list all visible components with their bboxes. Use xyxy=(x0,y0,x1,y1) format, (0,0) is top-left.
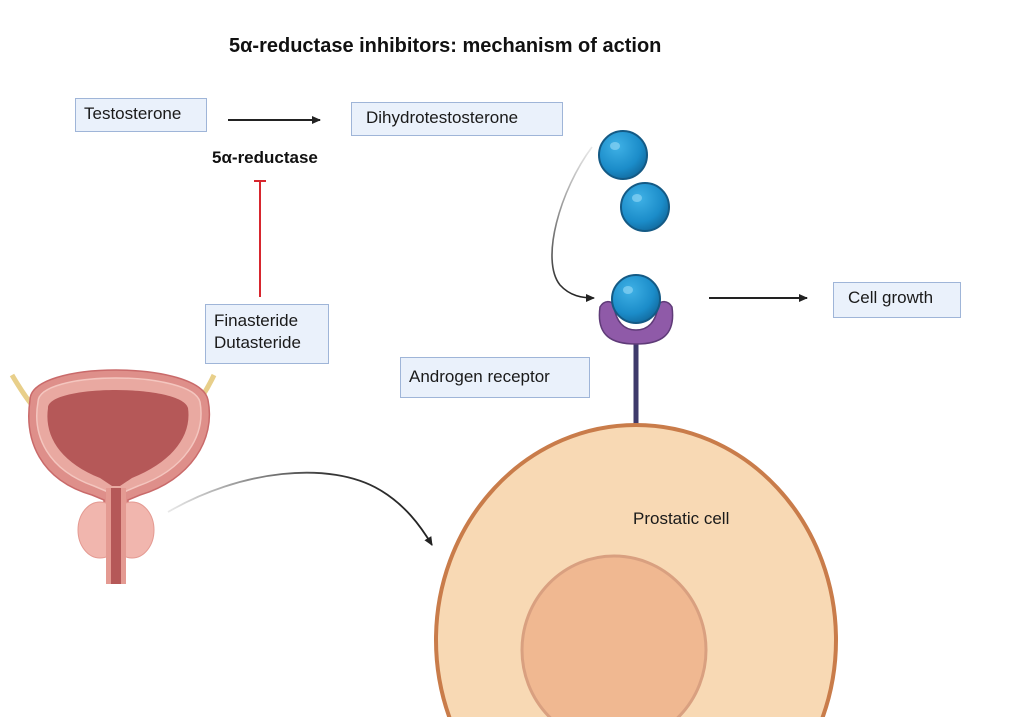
binding-arrow xyxy=(551,146,595,302)
nucleus xyxy=(520,554,708,717)
finasteride-text: Finasteride xyxy=(214,311,299,330)
bound-dht-molecule-icon xyxy=(611,274,661,324)
dutasteride-text: Dutasteride xyxy=(214,333,301,352)
bladder-prostate-icon xyxy=(9,369,217,584)
enzyme-label: 5α-reductase xyxy=(212,148,318,167)
diagram-title: 5α-reductase inhibitors: mechanism of ac… xyxy=(229,35,662,57)
prostatic-cell xyxy=(434,423,838,717)
inhibition-line xyxy=(254,180,266,297)
inhibitors-label: Finasteride Dutasteride xyxy=(205,304,329,364)
androgen-receptor-label: Androgen receptor xyxy=(400,357,590,398)
zoom-arrow xyxy=(167,471,433,546)
dht-molecule-icon xyxy=(598,130,648,180)
testosterone-label: Testosterone xyxy=(75,98,207,132)
dht-molecule-icon xyxy=(620,182,670,232)
dihydrotestosterone-label: Dihydrotestosterone xyxy=(351,102,563,136)
cell-growth-label: Cell growth xyxy=(833,282,961,318)
prostatic-cell-label: Prostatic cell xyxy=(633,509,730,528)
